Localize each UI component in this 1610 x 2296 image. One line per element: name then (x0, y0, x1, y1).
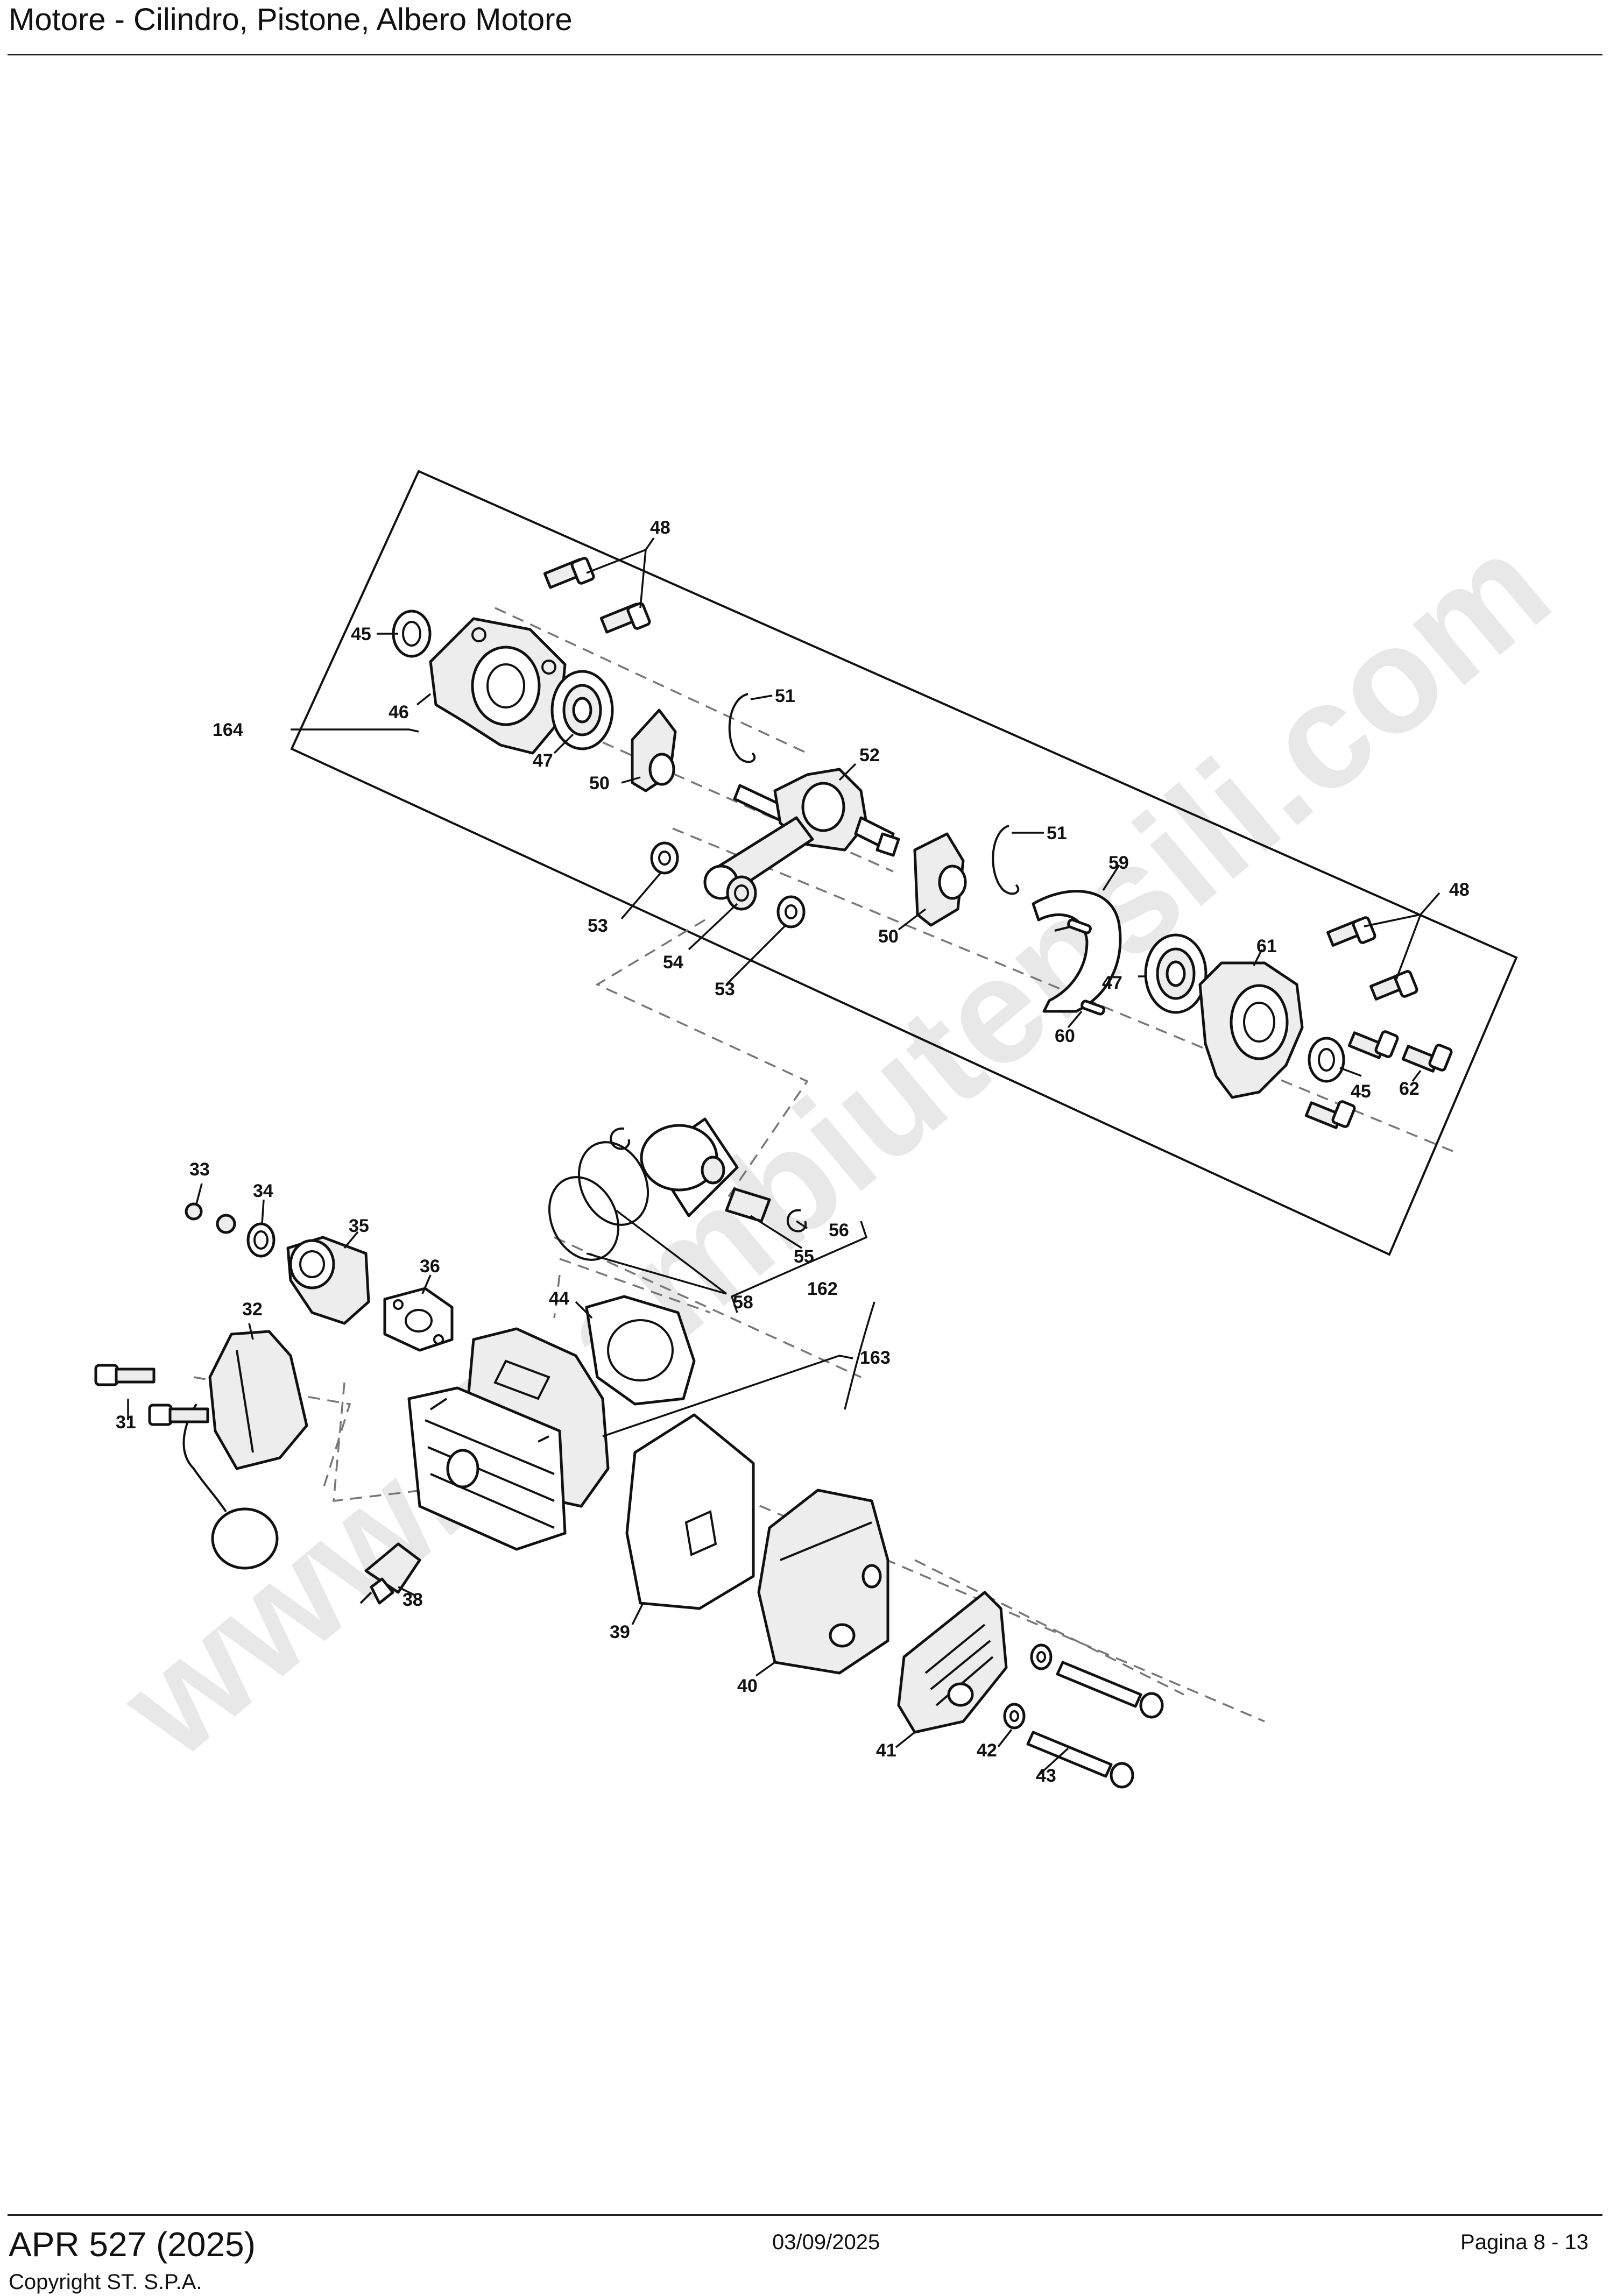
footer-divider (8, 2214, 1602, 2216)
pin-60 (1081, 1000, 1105, 1016)
callout-162: 162 (807, 1279, 838, 1299)
callout-55: 55 (794, 1246, 814, 1267)
callout-34: 34 (253, 1181, 273, 1201)
clamp-34 (246, 1222, 276, 1258)
crankcase-half-61 (1198, 961, 1304, 1099)
callout-40: 40 (737, 1676, 758, 1696)
callout-164: 164 (213, 720, 243, 740)
callout-53-left: 53 (588, 916, 608, 936)
intake-manifold-35 (286, 1236, 370, 1325)
muffler-cover-41 (897, 1591, 1008, 1734)
connecting-rod (703, 816, 814, 900)
ignition-coil-32 (182, 1330, 308, 1570)
washer-53-left (650, 841, 679, 875)
callout-39: 39 (610, 1622, 630, 1642)
screw-48-right-a (1326, 916, 1376, 947)
callout-42: 42 (977, 1740, 997, 1761)
callout-33: 33 (189, 1159, 210, 1180)
callout-58: 58 (733, 1292, 753, 1313)
callout-35: 35 (349, 1216, 369, 1236)
callout-47-right: 47 (1102, 973, 1122, 993)
crankshaft-52 (733, 768, 900, 857)
oil-seal-45-top (392, 610, 432, 658)
footer-copyright: Copyright ST. S.P.A. (9, 2270, 202, 2294)
counterweight-50-top (631, 708, 677, 792)
cylinder (407, 1327, 610, 1551)
bracket-162 (730, 1221, 868, 1313)
callout-47-top: 47 (533, 750, 553, 771)
bearing-47-right (1144, 933, 1208, 1014)
bolt-43-bottom (1026, 1731, 1134, 1789)
washer-53-right (776, 895, 806, 929)
callout-62: 62 (1399, 1079, 1420, 1099)
pin-60-upper (1067, 918, 1092, 934)
washer-42-top (1030, 1643, 1053, 1670)
footer-page-number: Pagina 8 - 13 (1460, 2230, 1588, 2254)
bracket-163 (844, 1301, 875, 1410)
callout-52: 52 (859, 745, 880, 766)
screw-48-top-b (599, 602, 651, 634)
assembly-line-cylinder (554, 1236, 1265, 1723)
callout-31: 31 (116, 1412, 136, 1433)
callout-36: 36 (420, 1256, 440, 1277)
header-divider (8, 54, 1602, 55)
bearing-47-top (550, 670, 614, 750)
muffler-40 (757, 1489, 889, 1675)
crankcase-half-46 (429, 617, 567, 755)
callout-50-right: 50 (878, 926, 899, 947)
callout-54: 54 (663, 952, 683, 973)
spark-plug-38 (359, 1542, 421, 1605)
callout-46: 46 (389, 702, 409, 722)
callout-41: 41 (876, 1740, 896, 1761)
screw-31-b (148, 1404, 209, 1426)
footer-model: APR 527 (2025) (9, 2225, 256, 2264)
crankcase-group-frame (290, 470, 1518, 1256)
screw-62-a (1347, 1030, 1399, 1059)
piston-pin-clip-left (610, 1127, 630, 1150)
cylinder-gasket-44 (585, 1295, 696, 1406)
oil-seal-45-right (1308, 1037, 1345, 1083)
callout-45-right: 45 (1351, 1081, 1371, 1102)
piston-pin-55 (725, 1187, 771, 1223)
callout-32: 32 (242, 1299, 263, 1320)
callout-48-top: 48 (650, 518, 670, 538)
piston (640, 1117, 739, 1217)
callout-56: 56 (829, 1220, 849, 1241)
assembly-line-crank-to-piston (595, 919, 809, 1200)
screw-48-top-a (543, 557, 595, 589)
heat-shield-39 (625, 1413, 755, 1610)
leader-lines (127, 537, 1440, 1776)
callout-53-right: 53 (715, 979, 735, 1000)
assembly-line-intake (193, 1376, 469, 1502)
callout-43: 43 (1036, 1766, 1056, 1786)
footer-date: 03/09/2025 (772, 2230, 880, 2254)
callout-38: 38 (402, 1590, 423, 1610)
assembly-line-upper (495, 607, 1453, 1152)
assembly-line-left (553, 1258, 711, 1319)
callout-163: 163 (860, 1348, 891, 1368)
gasket-36 (383, 1287, 454, 1352)
circlip-51-top (728, 693, 756, 763)
callout-60: 60 (1055, 1026, 1075, 1046)
needle-bearing-54 (726, 875, 757, 911)
callout-48-right: 48 (1449, 880, 1470, 900)
screw-33 (185, 1202, 236, 1234)
washer-42-bottom (1003, 1703, 1026, 1730)
callout-50-top: 50 (589, 773, 610, 793)
callout-61: 61 (1256, 936, 1277, 956)
screw-62-b (1401, 1044, 1453, 1073)
callout-45-top: 45 (351, 624, 371, 644)
callout-44: 44 (549, 1288, 569, 1309)
callout-51-top: 51 (775, 686, 795, 706)
screw-62-c (1304, 1100, 1356, 1129)
callout-59: 59 (1108, 853, 1129, 873)
page-title: Motore - Cilindro, Pistone, Albero Motor… (9, 2, 573, 37)
screw-48-right-b (1369, 970, 1418, 1001)
circlip-51-right (992, 825, 1020, 895)
bolt-43-top (1056, 1661, 1164, 1719)
callout-51-right: 51 (1047, 823, 1067, 844)
screw-31-a (94, 1364, 156, 1386)
